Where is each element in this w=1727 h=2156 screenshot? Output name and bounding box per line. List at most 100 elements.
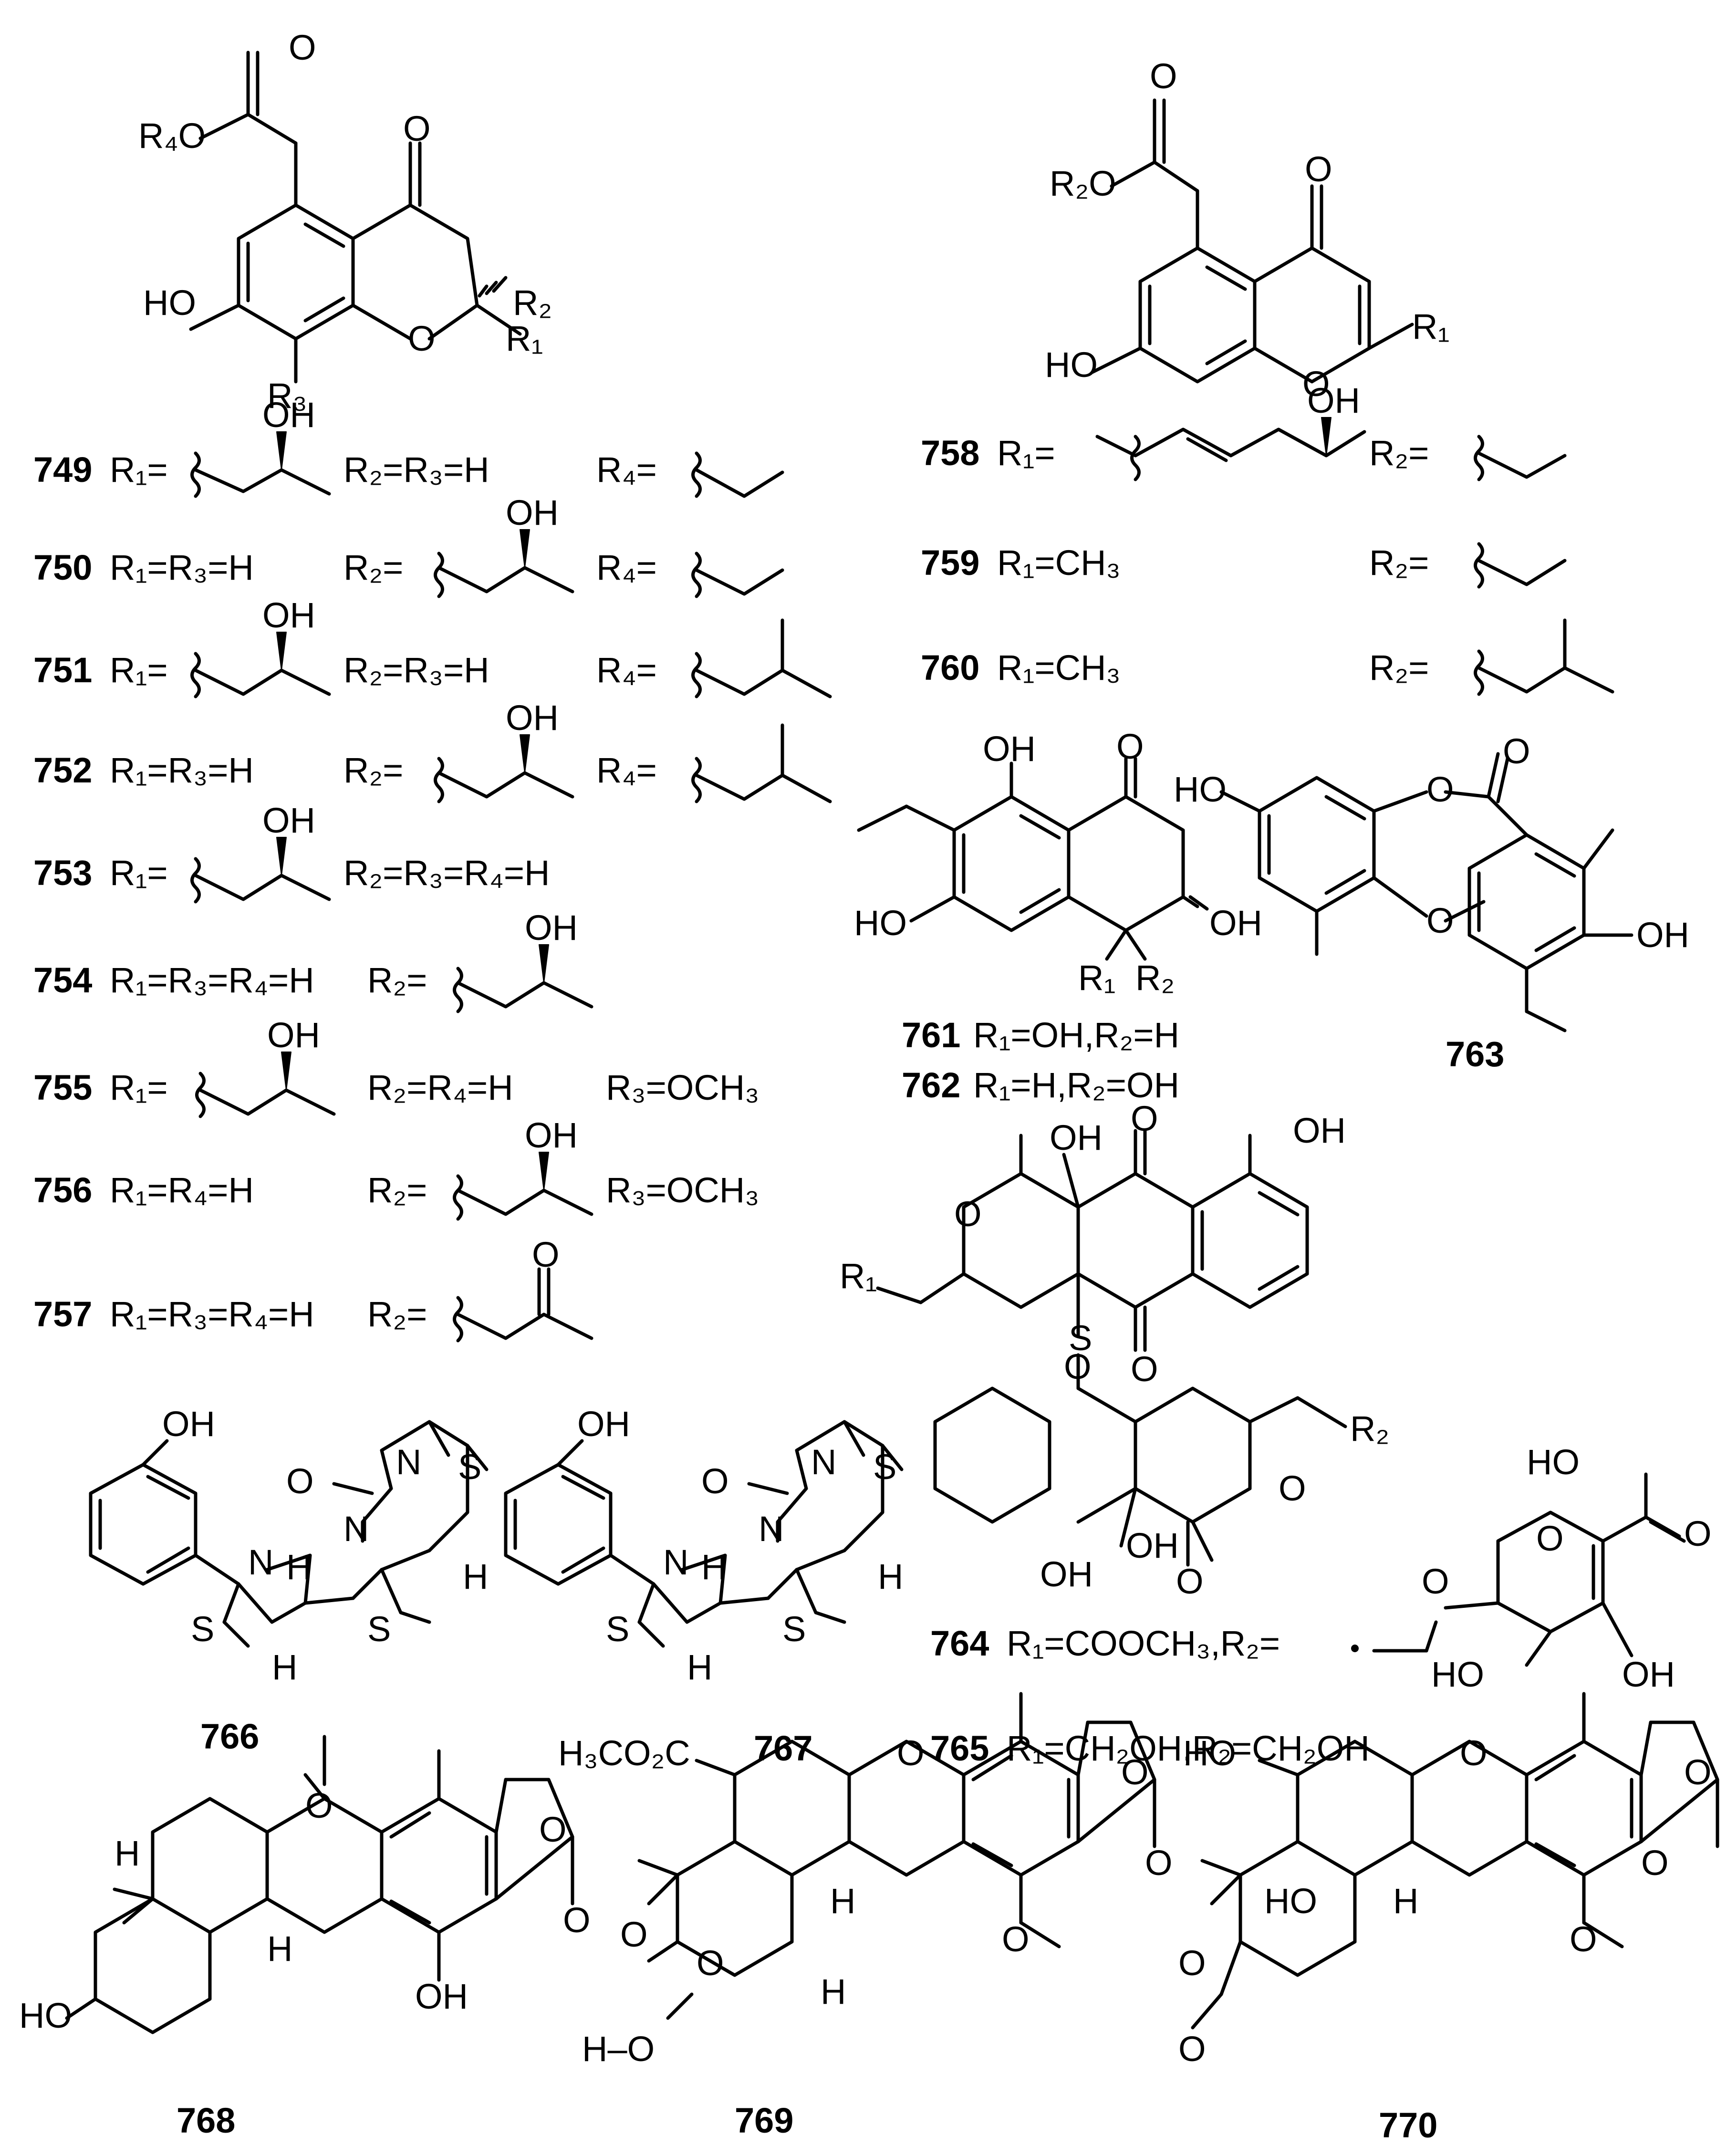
substituent-r4: R₄=: [596, 548, 657, 587]
ring-o: O: [897, 1733, 925, 1773]
r1: R₁: [840, 1256, 877, 1296]
substituent-r1: R₁=: [110, 853, 168, 893]
oh: OH: [1622, 1655, 1675, 1694]
substituent-r1: R₁=R₄=H: [110, 1170, 254, 1210]
n: N: [811, 1442, 836, 1482]
label-r3: R₃: [267, 376, 307, 416]
carbonyl-o: O: [1641, 1843, 1669, 1883]
o: O: [1176, 1562, 1204, 1601]
o: O: [1178, 2029, 1206, 2069]
compound-number: 761: [902, 1015, 960, 1055]
substituent-r1: R₁=CH₃: [997, 648, 1121, 687]
compound-number: 752: [33, 750, 92, 790]
s: S: [873, 1447, 896, 1487]
compound-number: 762: [902, 1065, 960, 1105]
label-ho: HO: [1045, 345, 1098, 385]
h: H: [267, 1929, 292, 1969]
label-r1: R₁: [506, 319, 543, 358]
compound-number: 750: [33, 548, 92, 587]
substituent-r2: R₂=: [367, 1170, 427, 1210]
label-carbonyl-o: O: [1150, 56, 1177, 96]
ring-o: O: [1279, 1469, 1306, 1508]
ring-o: O: [305, 1786, 333, 1825]
label-ring-o: O: [1302, 364, 1330, 404]
substituent-r2: R₂=: [1369, 648, 1429, 687]
oh: OH: [1050, 1118, 1103, 1157]
s: S: [458, 1447, 481, 1487]
compound-number: 757: [33, 1294, 92, 1334]
oh: OH: [525, 1115, 578, 1155]
oh: OH: [506, 698, 559, 738]
substituent-r2: R₂=R₃=R₄=H: [343, 853, 550, 893]
keto-o: O: [1116, 727, 1144, 766]
r1: R₁: [1078, 958, 1115, 998]
label-ho: HO: [143, 283, 196, 323]
lactone-o: O: [539, 1810, 567, 1849]
oh: OH: [262, 595, 315, 635]
r2: R₂: [1135, 958, 1175, 998]
methoxy-o: O: [1002, 1919, 1030, 1959]
oh: OH: [415, 1977, 468, 2016]
label-r2o: R₂O: [1050, 164, 1116, 203]
substituents: R₁=CH₂OH,R₂=CH₂OH: [1007, 1729, 1370, 1768]
h: H: [286, 1547, 312, 1587]
s: S: [367, 1609, 391, 1649]
oh: OH: [525, 908, 578, 948]
substituents: R₁=COOCH₃,R₂=: [1007, 1624, 1280, 1663]
oh: OH: [1209, 903, 1262, 943]
substituent-r2: R₂=: [1369, 543, 1429, 583]
structure-761-762: OH O HO OH R₁ R₂ 761 R₁=OH,R₂=H 762 R₁=H…: [854, 727, 1262, 1105]
oh: OH: [162, 1404, 215, 1444]
ho: HO: [854, 903, 907, 943]
compound-number: 768: [177, 2101, 235, 2140]
oh: OH: [262, 395, 315, 435]
o: O: [1503, 731, 1530, 771]
h: H: [878, 1557, 903, 1596]
s: S: [1069, 1318, 1092, 1358]
label-keto-o: O: [403, 109, 431, 148]
oh: OH: [506, 493, 559, 532]
r2: R₂: [1350, 1409, 1389, 1448]
substituent-r1: R₁=: [110, 450, 168, 490]
o: O: [532, 1235, 560, 1274]
oh: OH: [1307, 381, 1360, 420]
compound-number: 749: [33, 450, 92, 490]
substituent-r1: R₁=R₃=H: [110, 548, 254, 587]
compound-number: 758: [921, 433, 979, 473]
h: H: [687, 1647, 712, 1687]
structure-770: HO O O O O HO H O O 770: [1178, 1692, 1719, 2145]
h: H: [1393, 1881, 1418, 1921]
h: H: [272, 1647, 297, 1687]
n: N: [248, 1542, 273, 1582]
compound-number: 756: [33, 1170, 92, 1210]
substituent-r4: R₄=: [596, 450, 657, 490]
substituent-r2: R₂=: [343, 750, 403, 790]
oh: OH: [1126, 1526, 1179, 1565]
h: H: [821, 1972, 846, 2011]
structure-763: HO O O O OH 763: [1174, 731, 1689, 1074]
oh: OH: [1040, 1554, 1093, 1594]
substituent-r2: R₂=R₃=H: [343, 450, 489, 490]
o: O: [697, 1943, 724, 1983]
acid-ho: HO: [1527, 1442, 1580, 1482]
label-r2: R₂: [513, 283, 552, 323]
acid-o: O: [1684, 1514, 1712, 1553]
compound-number: 763: [1446, 1034, 1504, 1074]
compound-number: 770: [1379, 2105, 1437, 2145]
structure-766: OH O N N N S S S H H H 766: [89, 1404, 489, 1756]
o: O: [701, 1461, 729, 1501]
structure-767: OH O N N N S S S H H H 767: [504, 1404, 904, 1768]
structure-768: O O O H H OH HO 768: [19, 1735, 591, 2140]
compound-number: 754: [33, 960, 92, 1000]
ho: HO: [19, 1996, 72, 2035]
h: H: [114, 1833, 140, 1873]
oh: OH: [983, 729, 1036, 769]
n: N: [396, 1442, 421, 1482]
s: S: [782, 1609, 806, 1649]
lactone-o: O: [1121, 1752, 1149, 1792]
substituent-r2: R₂=: [343, 548, 403, 587]
s: S: [191, 1609, 214, 1649]
methoxy-o: O: [1570, 1919, 1597, 1959]
compound-list-758-760: 758 R₁= R₂= OH 759 R₁=CH₃ R₂= 760 R₁=CH₃…: [921, 381, 1614, 696]
